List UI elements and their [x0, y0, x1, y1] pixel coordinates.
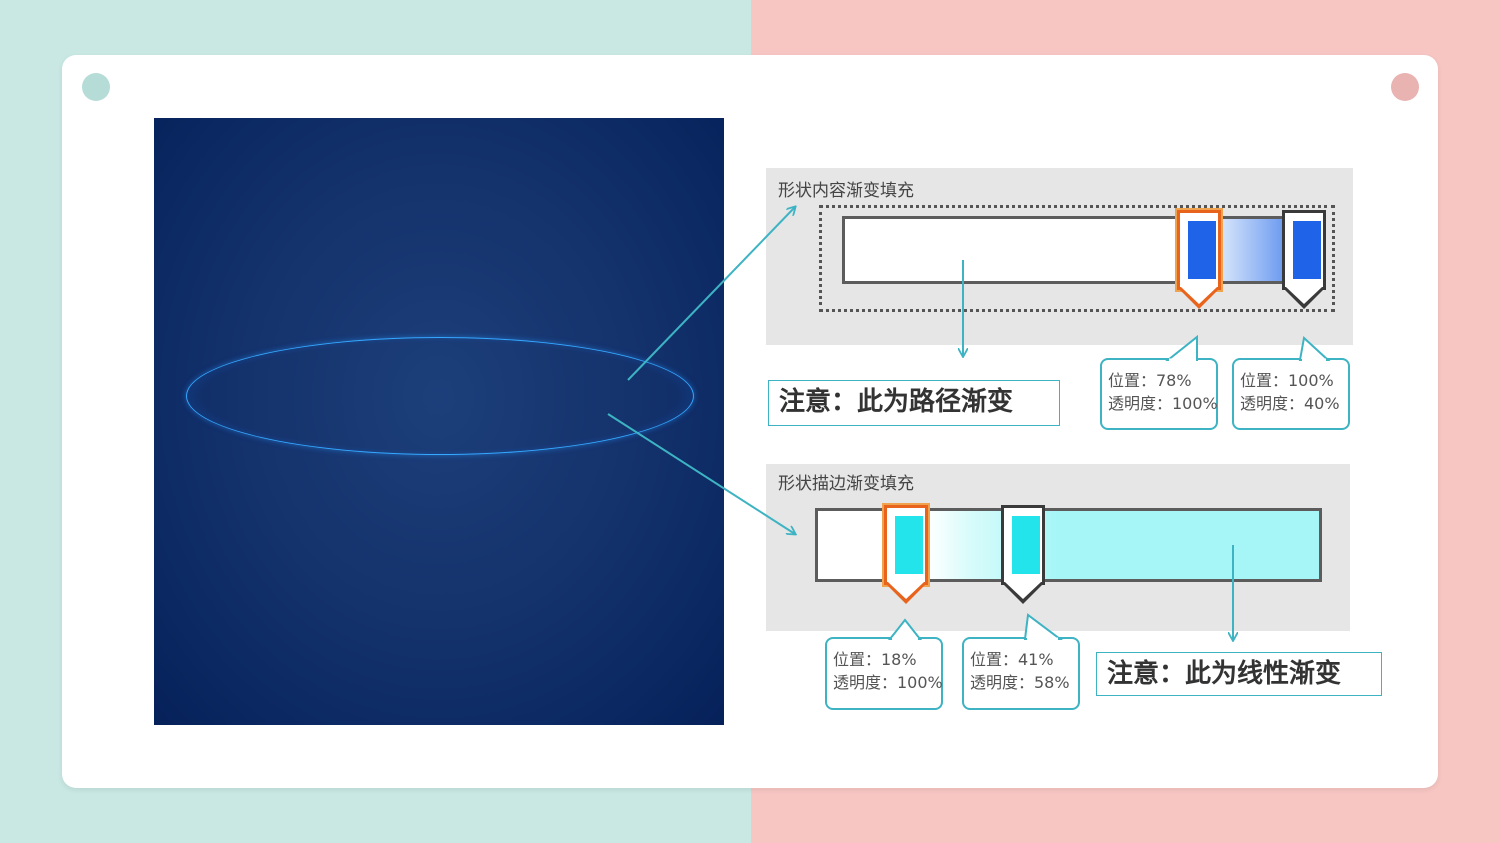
decor-dot-right — [1391, 73, 1419, 101]
gradient-bar-focus-frame — [819, 205, 1335, 312]
fill-stop-1-callout: 位置：78% 透明度：100% — [1100, 358, 1218, 430]
gradient-preview — [154, 118, 724, 725]
stop-body — [884, 505, 928, 585]
stop-opacity-label: 透明度：100% — [833, 673, 943, 692]
stop-position-label: 位置：100% — [1240, 371, 1334, 390]
fill-stop-2-callout: 位置：100% 透明度：40% — [1232, 358, 1350, 430]
stop-color-swatch — [1012, 516, 1040, 574]
fill-panel-title: 形状内容渐变填充 — [778, 181, 914, 201]
stop-body — [1001, 505, 1045, 585]
stop-color-swatch — [1293, 221, 1321, 279]
glowing-ellipse — [186, 337, 694, 455]
fill-note: 注意：此为路径渐变 — [768, 380, 1060, 426]
stop-opacity-label: 透明度：40% — [1240, 394, 1340, 413]
stop-position-label: 位置：18% — [833, 650, 917, 669]
stop-body — [1282, 210, 1326, 290]
stop-pointer-inner — [888, 582, 924, 599]
stop-color-swatch — [895, 516, 923, 574]
decor-dot-left — [82, 73, 110, 101]
stop-opacity-label: 透明度：100% — [1108, 394, 1218, 413]
stroke-stop-1-callout: 位置：18% 透明度：100% — [825, 637, 943, 710]
stroke-panel-title: 形状描边渐变填充 — [778, 474, 914, 494]
stop-pointer-inner — [1005, 582, 1041, 599]
stop-position-label: 位置：78% — [1108, 371, 1192, 390]
stop-pointer-inner — [1286, 287, 1322, 304]
stop-opacity-label: 透明度：58% — [970, 673, 1070, 692]
stroke-note: 注意：此为线性渐变 — [1096, 652, 1382, 696]
stop-pointer-inner — [1181, 287, 1217, 304]
stop-color-swatch — [1188, 221, 1216, 279]
stop-position-label: 位置：41% — [970, 650, 1054, 669]
stroke-stop-2-callout: 位置：41% 透明度：58% — [962, 637, 1080, 710]
fill-gradient-bar[interactable] — [842, 216, 1324, 284]
stop-body — [1177, 210, 1221, 290]
